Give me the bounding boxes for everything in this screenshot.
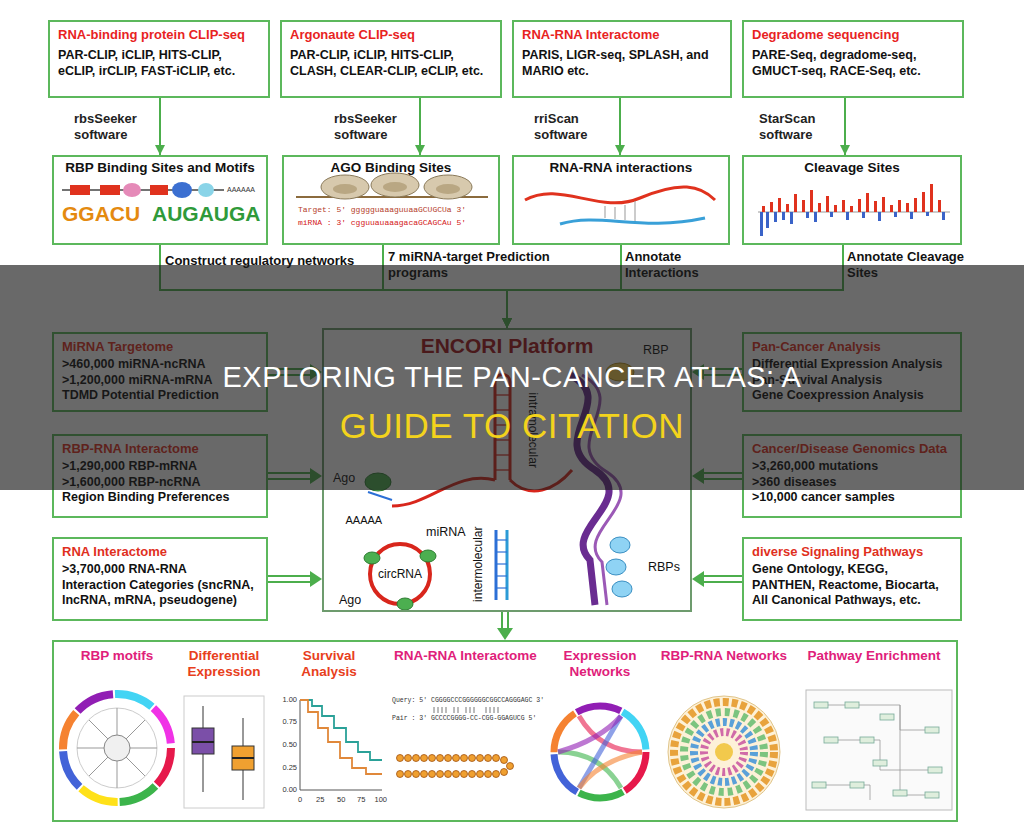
node-title: RNA-RNA Interactome [390, 648, 541, 664]
software-label: StarScan software [759, 111, 837, 142]
ago-binding-figure [296, 173, 488, 199]
node-title: RBP motifs [60, 648, 174, 664]
result-box: Cleavage Sites [742, 155, 962, 245]
label-text: Pair : 3' GCCCCGGGG-CC-CGG-GGAGUCG 5' [392, 715, 536, 723]
node-title: RBP-RNA Networks [660, 648, 788, 664]
label-text: 0 [298, 795, 302, 804]
node-title: RBP Binding Sites and Motifs [60, 160, 260, 175]
label-text: Query: 5' CGGGGCCCGGGGGGCGGCCAGGGAGC 3' [392, 697, 544, 705]
software-label: rbsSeeker software [334, 111, 412, 142]
output-section: Pathway Enrichment [794, 645, 954, 817]
label-text: AAAAAA [227, 186, 255, 194]
resource-box: RNA Interactome >3,700,000 RNA-RNAInterac… [52, 537, 268, 621]
label-text: 75 [357, 795, 365, 804]
label-text: circRNA [378, 567, 422, 581]
method-box: Degradome sequencingPARE-Seq, degradome-… [742, 20, 964, 98]
node-title: Cleavage Sites [750, 160, 954, 175]
connector-arrow [268, 571, 322, 587]
output-section: Expression Networks [545, 645, 655, 817]
network-wheel [668, 696, 780, 808]
label-text: intermolecular [471, 527, 485, 602]
node-title: RNA Interactome [62, 544, 258, 559]
output-section: RBP motifs [58, 645, 176, 817]
rna-duplex-figure [525, 187, 715, 224]
method-box: Argonaute CLIP-seqPAR-CLIP, iCLIP, HITS-… [280, 20, 502, 98]
label-text: 0.25 [280, 763, 297, 772]
connector-arrow [159, 98, 161, 155]
node-title: Pathway Enrichment [796, 648, 952, 664]
output-panel: RBP motifs Differential ExpressionSurviva… [52, 640, 958, 822]
label-text: Ago [339, 593, 361, 608]
result-box: AGO Binding SitesTarget: 5' ggggguaaaguu… [282, 155, 500, 245]
label-text: 0.50 [280, 740, 297, 749]
output-section: RBP-RNA Networks [658, 645, 790, 817]
output-section: Differential Expression [178, 645, 270, 817]
method-box: RNA-binding protein CLIP-seqPAR-CLIP, iC… [48, 20, 270, 98]
node-title: RNA-binding protein CLIP-seq [58, 27, 260, 42]
label-text: 0.00 [280, 785, 297, 794]
software-label: rbsSeeker software [74, 111, 152, 142]
label-text: AAAAA [346, 514, 383, 527]
node-title: RNA-RNA interactions [520, 160, 722, 175]
node-title: RNA-RNA Interactome [522, 27, 722, 42]
pathway-map [806, 690, 952, 810]
connector-arrow [844, 98, 846, 155]
label-text: 0.75 [280, 717, 297, 726]
chord-diagram [554, 706, 646, 798]
node-text: Interaction Categories (sncRNA, lncRNA, … [62, 578, 258, 609]
overlay-banner: EXPLORING THE PAN-CANCER ATLAS: A GUIDE T… [0, 265, 1024, 490]
node-text: >3,700,000 RNA-RNA [62, 562, 258, 578]
cleavage-histogram [758, 184, 950, 236]
node-text: Region Binding Preferences [62, 490, 258, 506]
survival-plot [300, 700, 382, 790]
node-text: Gene Ontology, KEGG, PANTHEN, Reactome, … [752, 562, 952, 609]
connector-arrow [619, 98, 621, 155]
label-text: RBPs [648, 560, 680, 575]
label-text: 1.00 [280, 695, 297, 704]
node-title: Expression Networks [547, 648, 653, 679]
node-title: Degradome sequencing [752, 27, 954, 42]
node-title: Survival Analysis [274, 648, 384, 679]
box-plot [184, 696, 264, 808]
node-text: PARIS, LIGR-seq, SPLASH, and MARIO etc. [522, 47, 722, 80]
node-text: GGACU [62, 203, 140, 224]
output-section: RNA-RNA Interactome [388, 645, 543, 817]
node-text: miRNA : 3' cgguuauaaagacaGCAGCAu 5' [298, 218, 466, 227]
banner-text: GUIDE TO CITATION [0, 405, 1024, 447]
node-title: Differential Expression [180, 648, 268, 679]
resource-box: diverse Signaling PathwaysGene Ontology,… [742, 537, 962, 621]
label-text: 50 [337, 795, 345, 804]
result-box: RNA-RNA interactions [512, 155, 730, 245]
node-text: AUGAUGA [152, 203, 261, 224]
label-text: miRNA [426, 525, 466, 540]
node-text: PARE-Seq, degradome-seq, GMUCT-seq, RACE… [752, 47, 954, 80]
node-text: Target: 5' ggggguaaaguuaaGCUGCUa 3' [298, 205, 466, 214]
node-title: AGO Binding Sites [290, 160, 492, 175]
method-box: RNA-RNA InteractomePARIS, LIGR-seq, SPLA… [512, 20, 732, 98]
label-text: 25 [316, 795, 324, 804]
connector-arrow [497, 612, 513, 640]
node-text: PAR-CLIP, iCLIP, HITS-CLIP, eCLIP, irCLI… [58, 47, 260, 80]
node-title: Argonaute CLIP-seq [290, 27, 492, 42]
motif-track [62, 182, 224, 198]
node-text: PAR-CLIP, iCLIP, HITS-CLIP, CLASH, CLEAR… [290, 47, 492, 80]
connector-arrow [419, 98, 421, 155]
connector-arrow [692, 571, 742, 587]
node-text: >10,000 cancer samples [752, 490, 952, 506]
result-box: RBP Binding Sites and MotifsGGACU AUGAUGA [52, 155, 268, 245]
node-title: diverse Signaling Pathways [752, 544, 952, 559]
banner-text: EXPLORING THE PAN-CANCER ATLAS: A [0, 360, 1024, 395]
software-label: rriScan software [534, 111, 612, 142]
label-text: 100 [375, 795, 388, 804]
motif-wheel [63, 694, 171, 802]
